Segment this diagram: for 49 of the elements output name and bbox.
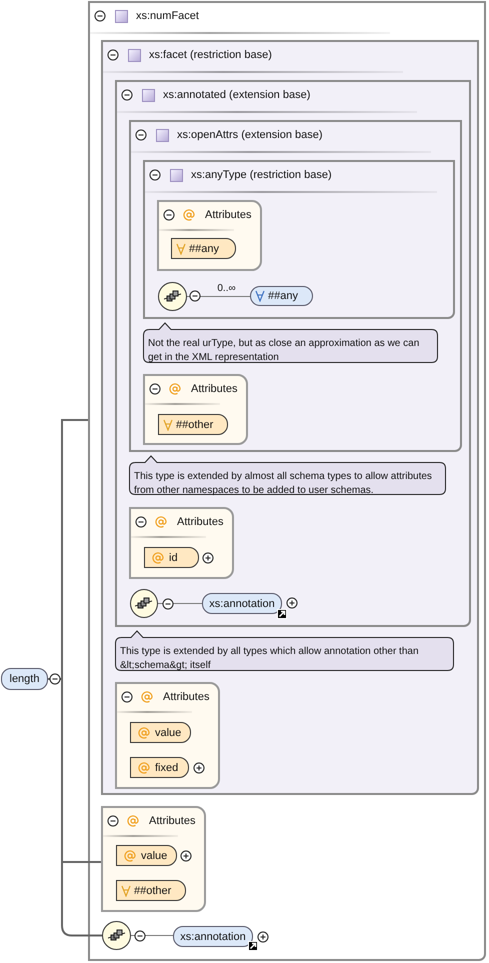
attribute-name: ##other — [176, 418, 214, 430]
type-name: xs:annotated (extension base) — [163, 89, 310, 101]
attribute-name: value — [141, 850, 168, 862]
section-title: Attributes — [191, 383, 238, 395]
connector-line — [130, 935, 174, 936]
type-name: xs:anyType (restriction base) — [191, 169, 332, 181]
attribute-name: fixed — [155, 762, 178, 774]
attributes-box — [143, 374, 248, 445]
section-title: Attributes — [205, 209, 252, 221]
attributes-box — [157, 200, 262, 271]
attribute-name: ##any — [189, 242, 219, 254]
annotation-note: Not the real urType, but as close an approximation as we can get in the XML representation — [143, 322, 438, 363]
attribute-name: ##other — [134, 884, 172, 896]
element-pill: length — [1, 668, 48, 690]
attribute-pill — [116, 845, 177, 866]
attribute-pill — [158, 414, 228, 435]
element-pill — [250, 286, 313, 306]
sequence-node — [102, 921, 131, 950]
type-box — [115, 80, 471, 627]
section-title: Attributes — [163, 691, 210, 703]
attribute-pill — [130, 722, 191, 743]
attribute-pill — [171, 238, 236, 259]
attribute-pill — [130, 757, 189, 778]
section-title: Attributes — [149, 815, 196, 827]
element-name: ##any — [268, 290, 298, 302]
type-box — [88, 1, 486, 961]
connector-line — [186, 296, 250, 297]
type-box — [129, 120, 462, 452]
edge-label: 0..∞ — [217, 282, 236, 294]
annotation-note: This type is extended by almost all schema types to allow attributes from other namespaces to be added to user schemas. — [129, 455, 446, 495]
element-pill: xs:annotation — [173, 926, 253, 947]
type-name: xs:facet (restriction base) — [149, 49, 272, 61]
type-box — [101, 40, 479, 795]
attribute-name: id — [169, 552, 178, 564]
attribute-pill — [144, 547, 199, 568]
type-name: xs:numFacet — [136, 10, 199, 22]
attribute-name: value — [155, 726, 182, 738]
attributes-box — [115, 682, 220, 789]
type-box — [143, 160, 455, 319]
element-pill: xs:annotation — [202, 593, 282, 614]
annotation-note: This type is extended by all types which allow annotation other than &lt;schema&gt; itself — [115, 630, 454, 671]
attributes-box — [129, 507, 234, 579]
sequence-node — [158, 282, 187, 311]
attribute-pill — [116, 880, 186, 901]
type-name: xs:openAttrs (extension base) — [177, 129, 323, 141]
sequence-node — [130, 589, 158, 618]
connector-line — [158, 603, 202, 604]
attributes-box — [101, 806, 206, 912]
section-title: Attributes — [177, 516, 224, 528]
